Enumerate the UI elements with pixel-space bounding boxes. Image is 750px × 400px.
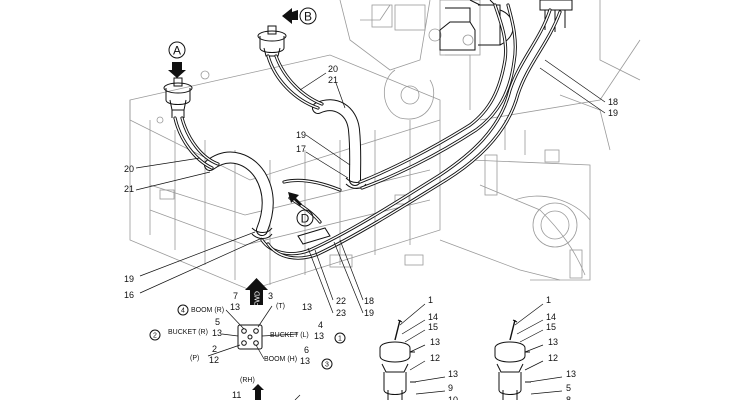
callout-19-right: 19 (608, 108, 618, 118)
port-t-n2: 13 (302, 302, 312, 312)
port-p-n1: 2 (212, 344, 217, 354)
port-boom-h-n2: 13 (300, 356, 310, 366)
port-bucket-r-circle: 2 (153, 333, 157, 340)
right-valve-label-14: 14 (546, 312, 556, 322)
left-valve-label-1: 1 (428, 295, 433, 305)
callout-labels: 20 21 19 17 20 21 19 16 22 23 18 19 18 1… (124, 64, 618, 318)
callout-19-bottom-right: 19 (364, 308, 374, 318)
right-valve-label-5: 5 (566, 383, 571, 393)
marker-a-text: A (173, 44, 181, 58)
valve-exploded-right: 1 14 15 13 12 13 5 8 (494, 295, 576, 400)
right-valve-label-15: 15 (546, 322, 556, 332)
protective-sleeves (204, 99, 367, 239)
bottom-number-11: 11 (232, 390, 241, 400)
port-bucket-l-circle: 1 (338, 336, 342, 343)
port-bucket-l-n2: 13 (314, 331, 324, 341)
right-valve-label-12: 12 (548, 353, 558, 363)
port-t-name: (T) (276, 303, 285, 310)
marker-d-text: D (301, 212, 310, 226)
marker-a: A (168, 41, 186, 78)
port-t-n1: 3 (268, 291, 273, 301)
port-p-name: (P) (190, 355, 199, 362)
port-bucket-r-n2: 13 (212, 328, 222, 338)
marker-b: B (282, 7, 317, 25)
left-valve-label-9: 9 (448, 383, 453, 393)
callout-18-bottom: 18 (364, 296, 374, 306)
right-valve-label-13b: 13 (566, 369, 576, 379)
fwd-label: FWD (255, 291, 262, 307)
port-p-n2: 12 (209, 355, 219, 365)
port-boom-r-n2: 13 (230, 302, 240, 312)
port-bucket-l-n1: 4 (318, 320, 323, 330)
port-boom-h-circle: 3 (325, 362, 329, 369)
callout-16: 16 (124, 290, 134, 300)
leader-lines (135, 59, 606, 314)
left-valve-label-12: 12 (430, 353, 440, 363)
right-valve-label-13a: 13 (548, 337, 558, 347)
marker-d: D (288, 192, 314, 227)
port-boom-r-name: BOOM (R) (191, 307, 224, 314)
port-connection-diagram: FWD 4 BOOM (R) 7 13 2 BUCKET (R) 5 13 (P… (149, 278, 346, 400)
port-boom-r-circle: 4 (181, 308, 185, 315)
port-boom-h-name: BOOM (H) (264, 356, 297, 363)
left-valve-label-15: 15 (428, 322, 438, 332)
right-valve-label-1: 1 (546, 295, 551, 305)
left-valve-label-10: 10 (448, 395, 458, 400)
callout-17: 17 (296, 144, 306, 154)
machine-frame (129, 0, 641, 291)
pilot-valve-b (257, 25, 287, 57)
callout-18-right: 18 (608, 97, 618, 107)
left-valve-label-13a: 13 (430, 337, 440, 347)
left-valve-label-14: 14 (428, 312, 438, 322)
valve-exploded-left: 1 14 15 13 12 13 9 10 (379, 295, 458, 400)
callout-20-top: 20 (328, 64, 338, 74)
port-bucket-l-name: BUCKET (L) (270, 332, 309, 339)
rh-label: (RH) (240, 377, 255, 384)
port-bucket-r-name: BUCKET (R) (168, 329, 208, 336)
port-bucket-r-n1: 5 (215, 317, 220, 327)
marker-b-text: B (304, 10, 312, 24)
pilot-valve-a (163, 77, 193, 118)
right-valve-label-8: 8 (566, 395, 571, 400)
hydraulic-hoses (173, 3, 562, 260)
callout-21-left: 21 (124, 184, 134, 194)
port-boom-h-n1: 6 (304, 345, 309, 355)
callout-20-left: 20 (124, 164, 134, 174)
callout-19-bottom: 19 (124, 274, 134, 284)
callout-22: 22 (336, 296, 346, 306)
callout-21-top: 21 (328, 75, 338, 85)
callout-19-mid: 19 (296, 130, 306, 140)
callout-23: 23 (336, 308, 346, 318)
port-boom-r-n1: 7 (233, 291, 238, 301)
left-valve-label-13b: 13 (448, 369, 458, 379)
